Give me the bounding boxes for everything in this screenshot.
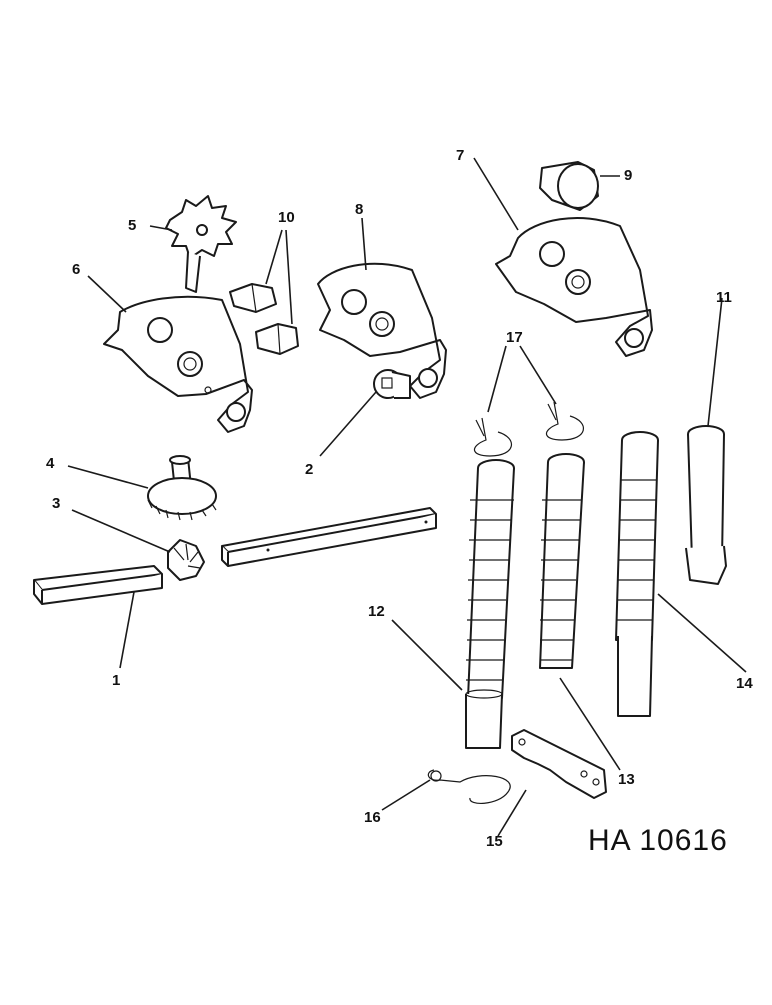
part-4-gear xyxy=(147,455,217,521)
label-12: 12 xyxy=(368,603,385,620)
label-7: 7 xyxy=(456,147,465,164)
part-9-cap xyxy=(539,161,599,211)
part-5-star-sprocket xyxy=(165,195,237,293)
part-17-springs xyxy=(473,401,585,457)
part-10-keys xyxy=(229,283,299,355)
label-2: 2 xyxy=(305,461,314,478)
label-9: 9 xyxy=(624,167,633,184)
label-15: 15 xyxy=(486,833,503,850)
label-16: 16 xyxy=(364,809,381,826)
label-3: 3 xyxy=(52,495,61,512)
part-11-tube xyxy=(685,425,727,585)
part-3-bevel-gear xyxy=(167,539,205,581)
label-5: 5 xyxy=(128,217,137,234)
label-17: 17 xyxy=(506,329,523,346)
label-10: 10 xyxy=(278,209,295,226)
part-2-bushing xyxy=(373,369,411,399)
square-shaft-right xyxy=(221,507,437,567)
leader-lines xyxy=(67,157,747,837)
label-1: 1 xyxy=(112,672,121,689)
part-13-spout xyxy=(539,453,585,669)
part-15-bracket xyxy=(511,729,607,799)
label-4: 4 xyxy=(46,455,55,472)
part-8-housing xyxy=(317,262,447,399)
part-6-housing xyxy=(103,295,253,433)
label-11: 11 xyxy=(716,289,732,306)
part-7-housing xyxy=(495,216,653,357)
part-12-spout xyxy=(465,459,515,749)
label-13: 13 xyxy=(618,771,635,788)
drawing-code: HA 10616 xyxy=(588,824,728,857)
label-8: 8 xyxy=(355,201,364,218)
part-16-spring-clip xyxy=(427,769,511,804)
label-14: 14 xyxy=(736,675,753,692)
part-14-spout xyxy=(615,431,659,717)
part-1-square-shaft xyxy=(33,565,163,605)
label-6: 6 xyxy=(72,261,81,278)
